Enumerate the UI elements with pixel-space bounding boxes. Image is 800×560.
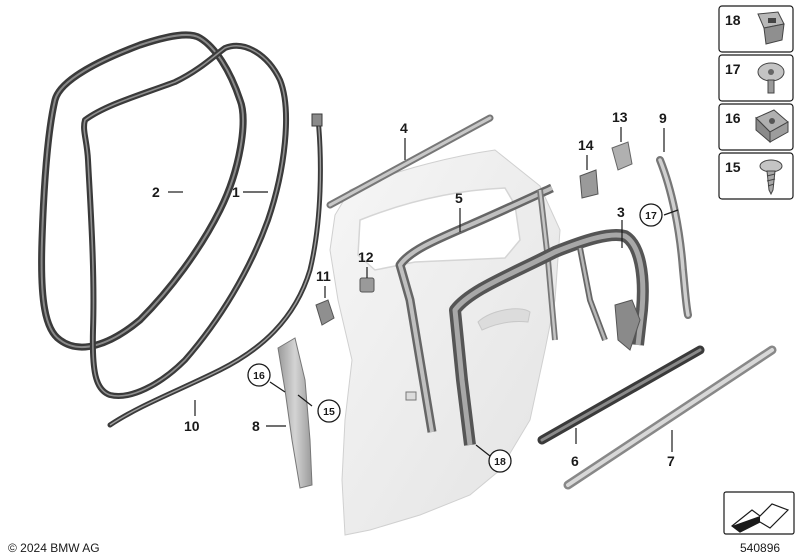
seal-outer-part-2 xyxy=(38,31,247,351)
callout-4: 4 xyxy=(400,120,408,136)
orientation-box xyxy=(723,491,795,535)
clip-part-12 xyxy=(359,277,375,293)
callout-16-text: 16 xyxy=(253,370,265,382)
legend-box-18: 18 xyxy=(718,5,794,53)
legend-18-number: 18 xyxy=(725,12,741,28)
legend-box-16: 16 xyxy=(718,103,794,151)
channel-strip-part-4 xyxy=(326,114,494,209)
callout-13: 13 xyxy=(612,109,628,125)
callout-14: 14 xyxy=(578,137,594,153)
strip-seal-part-10 xyxy=(107,113,323,428)
callout-5: 5 xyxy=(455,190,463,206)
pillar-cover-part-8 xyxy=(277,337,313,489)
clip-part-13 xyxy=(611,141,633,171)
door-seal-part-3 xyxy=(449,229,649,446)
self-tapping-screw-icon xyxy=(759,159,783,196)
callout-8: 8 xyxy=(252,418,260,434)
clip-part-14 xyxy=(579,169,599,199)
legend-box-15: 15 xyxy=(718,152,794,200)
flange-screw-icon xyxy=(757,62,785,94)
diagram-id: 540896 xyxy=(740,541,781,555)
legend-17-number: 17 xyxy=(725,61,741,77)
sill-chrome-part-7 xyxy=(563,345,777,490)
circled-callout-16: 16 xyxy=(247,363,271,387)
leader-lines xyxy=(168,127,679,457)
callout-2: 2 xyxy=(152,184,160,200)
callout-1: 1 xyxy=(232,184,240,200)
callout-18-text: 18 xyxy=(494,456,506,468)
circled-callout-18: 18 xyxy=(488,449,512,473)
sill-strip-part-6 xyxy=(537,345,705,445)
vertical-trim-part-9 xyxy=(656,156,692,319)
callout-10: 10 xyxy=(184,418,200,434)
callout-15-text: 15 xyxy=(323,406,335,418)
legend-16-number: 16 xyxy=(725,110,741,126)
seal-inner-part-1 xyxy=(81,42,289,399)
window-frame-part-5 xyxy=(395,183,558,433)
circled-callout-17: 17 xyxy=(639,203,663,227)
clip-part-11 xyxy=(315,299,335,326)
circled-callout-15: 15 xyxy=(317,399,341,423)
door-panel xyxy=(329,149,561,536)
legend-15-number: 15 xyxy=(725,159,741,175)
callout-6: 6 xyxy=(571,453,579,469)
callout-17-text: 17 xyxy=(645,210,657,222)
legend-box-17: 17 xyxy=(718,54,794,102)
callout-11: 11 xyxy=(316,268,331,284)
callout-12: 12 xyxy=(358,249,374,265)
callout-9: 9 xyxy=(659,110,667,126)
callout-7: 7 xyxy=(667,453,675,469)
square-nut-icon xyxy=(757,11,785,45)
copyright-text: © 2024 BMW AG xyxy=(8,541,100,555)
callout-3: 3 xyxy=(617,204,625,220)
clip-nut-icon xyxy=(755,109,789,144)
